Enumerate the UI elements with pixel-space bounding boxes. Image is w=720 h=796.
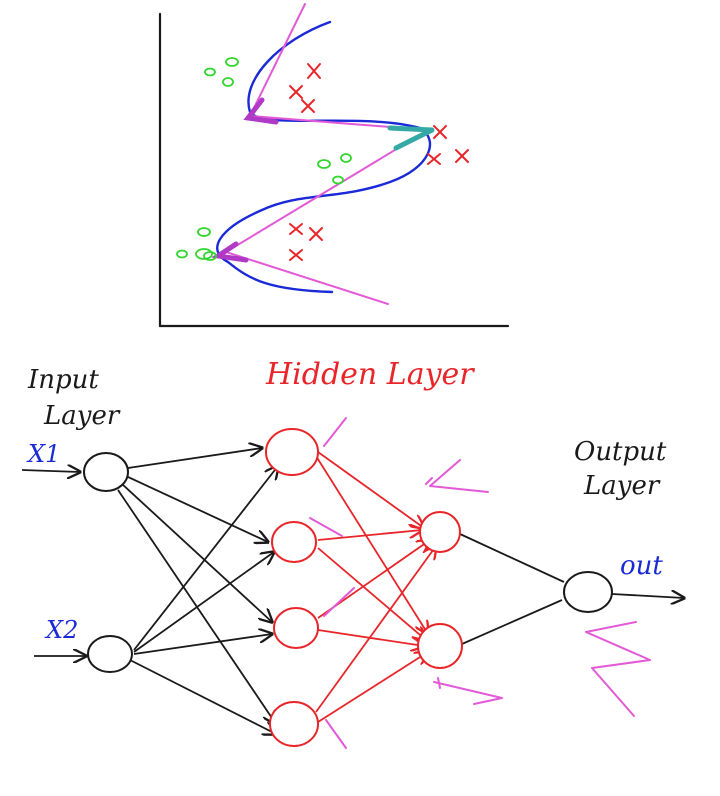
x2-label: X2 [44, 616, 78, 644]
hidden-to-output-edges [459, 533, 565, 645]
x1-label: X1 [26, 440, 60, 468]
hidden-node-2 [271, 521, 317, 563]
blue-boundary-curve [216, 20, 432, 294]
plot-axes [158, 12, 510, 328]
magenta-boundary-lines [225, 3, 429, 305]
output-layer-label-line2: Layer [583, 471, 661, 501]
magenta-activation-marks [309, 417, 651, 749]
purple-vertex-marks [211, 97, 279, 263]
decision-boundary-plot [158, 3, 510, 328]
output-arrow [611, 594, 684, 598]
hidden2-node-2 [417, 623, 463, 669]
input-node-x2 [87, 635, 133, 673]
input-node-x1 [83, 452, 129, 492]
hidden-node-4 [269, 701, 319, 747]
input-layer-nodes [83, 452, 133, 673]
hidden-to-hidden-edges [315, 451, 436, 723]
out-label: out [620, 551, 663, 581]
green-o-points [176, 57, 352, 261]
input-layer-label-line2: Layer [43, 401, 121, 431]
output-node [563, 571, 613, 613]
hidden-layer-1-nodes [265, 428, 319, 747]
input-layer-label-line1: Input [27, 365, 99, 395]
red-x-points [289, 63, 469, 261]
output-layer-label-line1: Output [574, 437, 667, 467]
input-arrows [21, 470, 86, 656]
hidden2-node-1 [419, 511, 461, 553]
teal-vertex-mark [387, 125, 435, 151]
hidden-node-3 [273, 607, 319, 649]
hidden-layer-label: Hidden Layer [265, 357, 475, 392]
hidden-node-1 [265, 428, 319, 476]
input-to-hidden-edges [117, 448, 278, 734]
hidden-layer-2-nodes [417, 511, 463, 669]
